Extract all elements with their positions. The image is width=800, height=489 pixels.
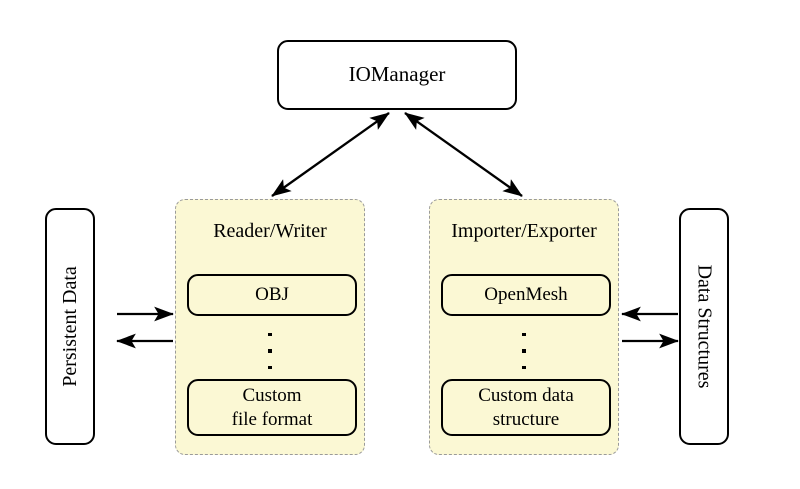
item-custom-data-structure[interactable]: Custom data structure [441,379,611,436]
item-custom-file-format-label: Custom file format [232,384,313,430]
ellipsis-dot [268,349,272,353]
ellipsis-dot [522,365,526,369]
item-openmesh[interactable]: OpenMesh [441,274,611,316]
item-custom-data-structure-line1: Custom data [478,385,574,407]
node-persistent-data-label: Persistent Data [58,266,81,387]
item-custom-file-format-line2: file format [231,408,313,430]
ellipsis-dot [522,349,526,353]
ellipsis-reader-writer [176,333,364,369]
node-persistent-data[interactable]: Persistent Data [45,208,95,445]
group-reader-writer[interactable]: Reader/Writer OBJ Custom file format [175,199,365,455]
arrow-manager-reader-writer [271,112,390,197]
node-data-structures-label: Data Structures [693,264,716,389]
arrow-manager-importer-exporter [404,112,523,197]
group-reader-writer-title: Reader/Writer [213,220,327,242]
group-importer-exporter-title: Importer/Exporter [451,220,597,242]
item-openmesh-label: OpenMesh [484,284,568,306]
group-importer-exporter[interactable]: Importer/Exporter OpenMesh Custom data s… [429,199,619,455]
node-data-structures[interactable]: Data Structures [679,208,729,445]
item-obj-label: OBJ [255,284,289,306]
ellipsis-dot [268,333,272,337]
ellipsis-dot [268,365,272,369]
item-obj[interactable]: OBJ [187,274,357,316]
item-custom-file-format-line1: Custom [242,385,302,407]
node-iomanager[interactable]: IOManager [277,40,517,110]
item-custom-data-structure-line2: structure [492,408,560,430]
item-custom-file-format[interactable]: Custom file format [187,379,357,436]
ellipsis-importer-exporter [430,333,618,369]
item-custom-data-structure-label: Custom data structure [478,384,574,430]
ellipsis-dot [522,333,526,337]
node-iomanager-label: IOManager [348,62,446,87]
